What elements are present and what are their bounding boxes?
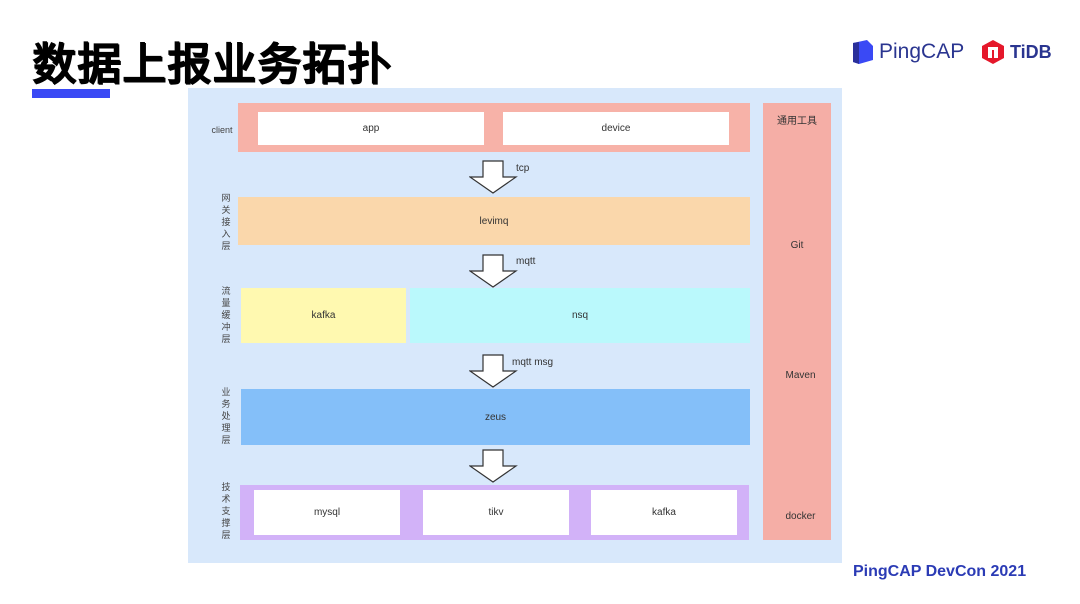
client-device: device xyxy=(503,112,729,145)
tools-column xyxy=(763,103,831,540)
tools-title: 通用工具 xyxy=(777,115,817,127)
layer-label-client: client xyxy=(211,125,233,135)
tool-git: Git xyxy=(790,239,804,251)
layer-label-tech: 技术支撑层 xyxy=(221,482,231,540)
arrow-label-tcp: tcp xyxy=(516,163,530,174)
layer-label-gateway: 网关接入层 xyxy=(221,193,231,251)
tech-mysql: mysql xyxy=(254,490,400,535)
down-arrow-icon xyxy=(469,160,518,194)
pingcap-logo: PingCAP xyxy=(853,40,964,64)
down-arrow-icon xyxy=(469,254,518,288)
tidb-logo: TiDB xyxy=(982,40,1052,64)
down-arrow-icon xyxy=(469,354,518,388)
tech-tikv: tikv xyxy=(423,490,569,535)
buffer-kafka: kafka xyxy=(241,288,406,343)
buffer-nsq: nsq xyxy=(410,288,750,343)
arrow-label-mqtt-msg: mqtt msg xyxy=(512,357,554,368)
client-app: app xyxy=(258,112,484,145)
pingcap-logo-text: PingCAP xyxy=(879,40,965,63)
tech-kafka: kafka xyxy=(591,490,737,535)
page-title: 数据上报业务拓扑 xyxy=(32,39,392,90)
gateway-levimq: levimq xyxy=(238,197,750,245)
pingcap-logo-icon xyxy=(853,40,873,64)
arrow-label-mqtt: mqtt xyxy=(516,256,536,267)
business-zeus: zeus xyxy=(241,389,750,445)
tool-maven: Maven xyxy=(785,369,816,381)
tidb-logo-text: TiDB xyxy=(1010,41,1052,62)
layer-label-buffer: 流量缓冲层 xyxy=(221,286,231,344)
layer-label-business: 业务处理层 xyxy=(221,387,231,445)
tidb-logo-icon xyxy=(982,40,1004,64)
tool-docker: docker xyxy=(785,510,816,522)
title-underline xyxy=(32,89,110,98)
footer-text: PingCAP DevCon 2021 xyxy=(853,563,1027,580)
down-arrow-icon xyxy=(469,449,518,483)
